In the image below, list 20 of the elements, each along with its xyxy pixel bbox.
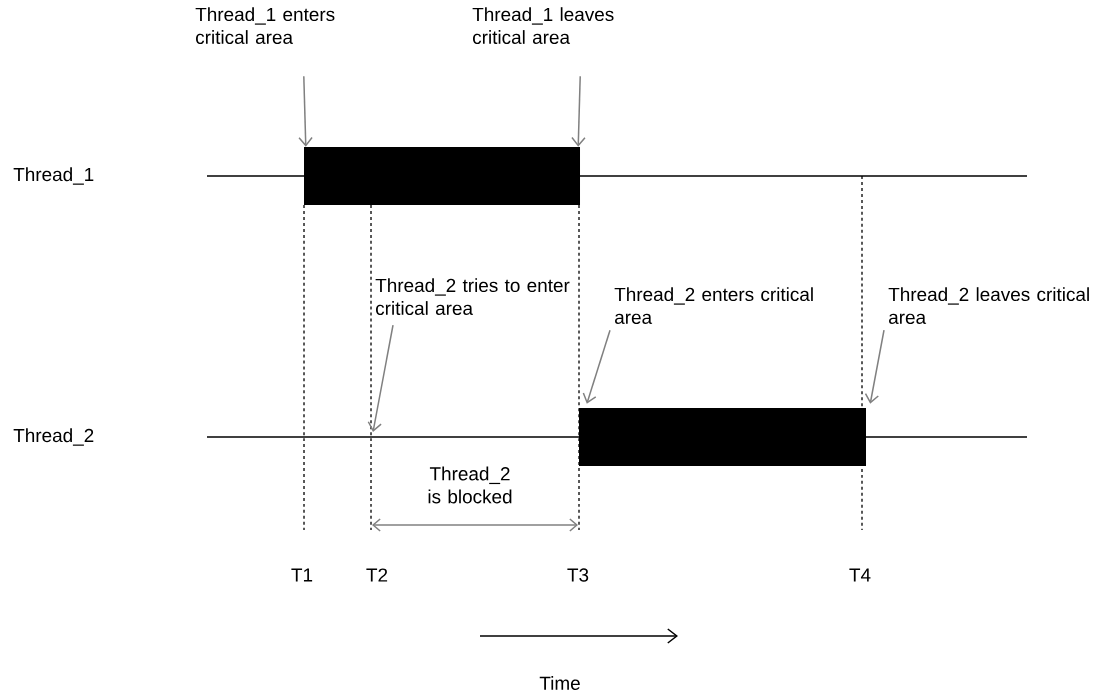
annotation-text: Thread_1 enters critical area <box>195 7 335 44</box>
critical-section-bar <box>579 408 866 466</box>
critical-section-bar <box>304 147 580 205</box>
leader-arrow <box>571 75 586 147</box>
leader-arrow <box>367 324 394 432</box>
leader-arrow <box>582 329 611 404</box>
time-label: T1 <box>291 568 313 582</box>
axis-label: Time <box>539 676 580 690</box>
annotation-text: Thread_2 leaves critical area <box>888 287 1089 324</box>
dimension-label: Thread_2 is blocked <box>428 466 512 504</box>
leader-arrow <box>298 75 313 147</box>
leader-arrow <box>864 329 885 404</box>
annotation-text: Thread_2 enters critical area <box>614 287 813 324</box>
time-label: T2 <box>366 568 388 582</box>
time-label: T3 <box>567 568 589 582</box>
annotation-text: Thread_2 tries to enter critical area <box>375 278 570 315</box>
time-label: T4 <box>849 568 871 582</box>
annotation-text: Thread_1 leaves critical area <box>472 7 614 44</box>
thread-label: Thread_1 <box>13 167 94 185</box>
thread-label: Thread_2 <box>13 428 94 446</box>
